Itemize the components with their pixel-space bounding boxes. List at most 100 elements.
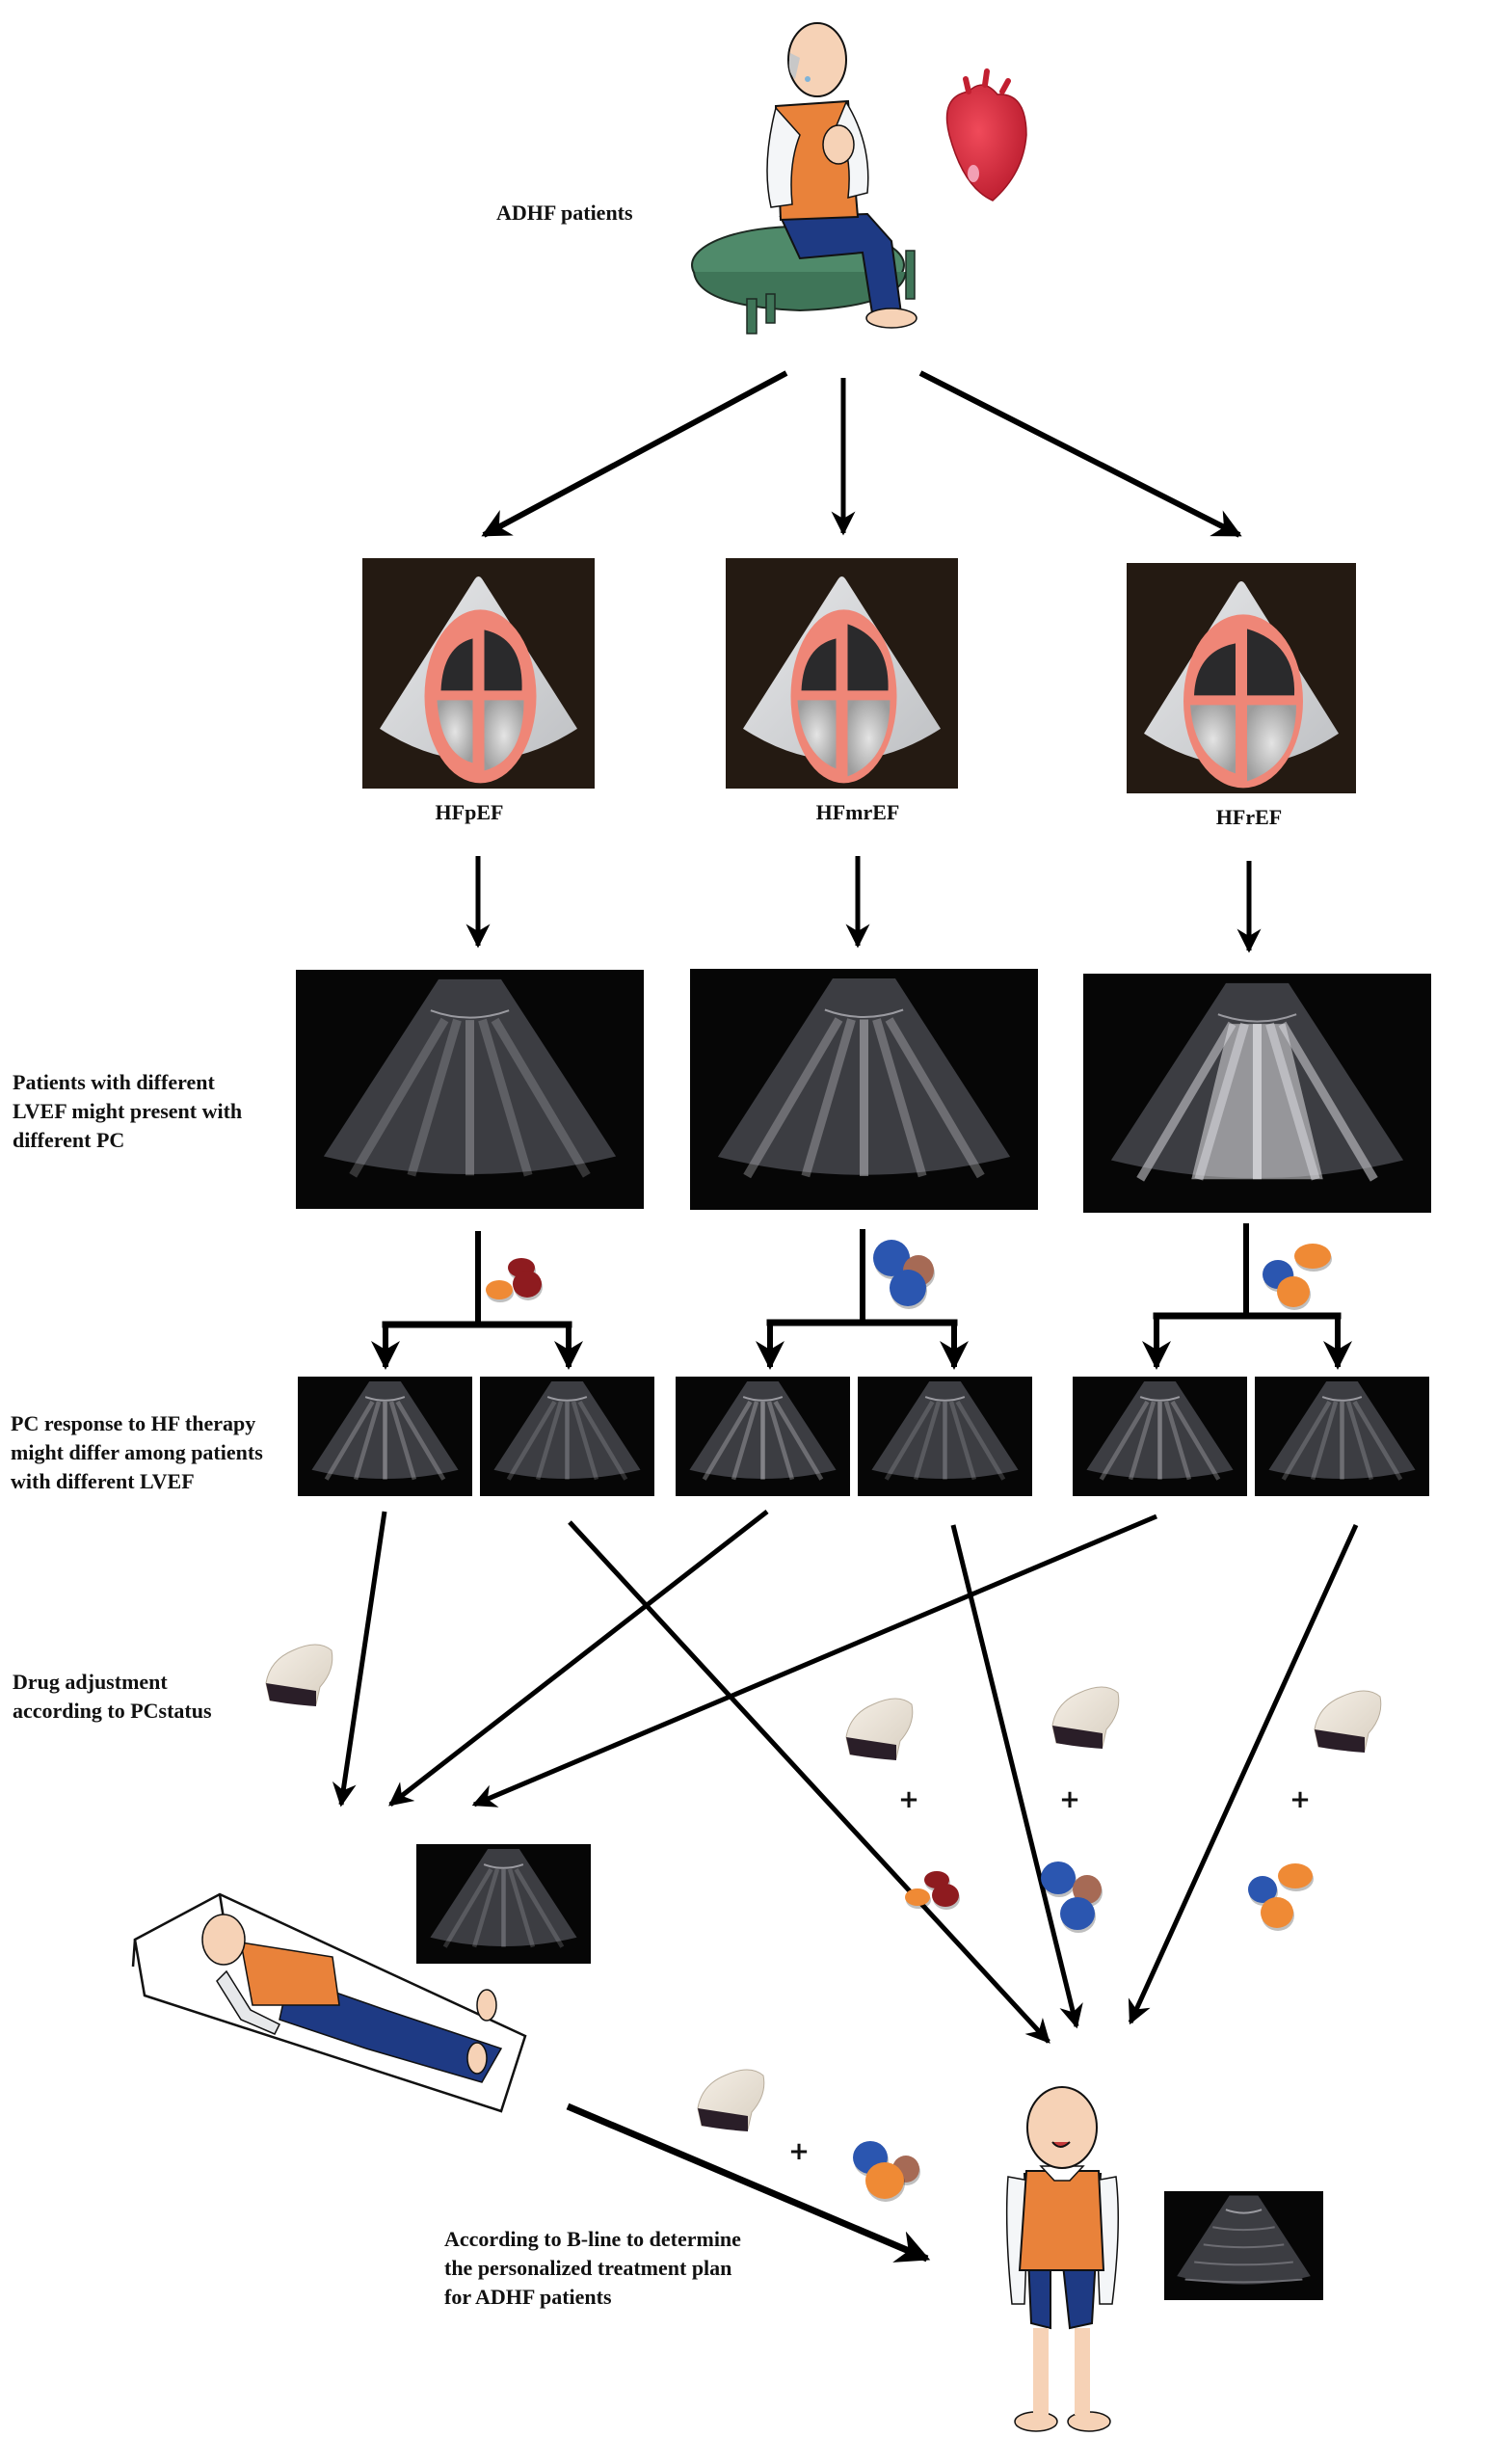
pill	[1278, 1863, 1313, 1888]
ef-label-hfpef: HFpEF	[435, 800, 504, 824]
arrow-followup4-to-recovered	[950, 1524, 1083, 2029]
lung-us-sector	[430, 1848, 577, 1947]
a-line	[1212, 2226, 1275, 2232]
heart-tongue	[968, 165, 979, 182]
pills-hfpef	[486, 1258, 543, 1302]
echo-hfpef	[362, 558, 595, 789]
b-line	[324, 1400, 375, 1481]
foot	[466, 2042, 488, 2075]
left-atrium	[797, 700, 837, 769]
lung-us-followup-2	[480, 1377, 654, 1496]
b-line	[766, 1401, 795, 1481]
lung-us-hospitalized	[416, 1844, 591, 1964]
pill	[873, 1240, 910, 1276]
b-line	[1163, 1401, 1192, 1481]
lung-us-followup-3	[676, 1377, 850, 1496]
pill	[932, 1884, 959, 1907]
arrow-followup3-to-hospital	[388, 1510, 769, 1807]
lung-us-recovered	[1164, 2191, 1323, 2300]
right-chamber-dark	[484, 629, 522, 691]
lung-us-followup-1	[298, 1377, 472, 1496]
arrow-followup1-to-hospital	[332, 1511, 387, 1808]
lung-us-followup-5	[1073, 1377, 1247, 1496]
b-line	[491, 1017, 591, 1178]
head	[201, 1914, 246, 1966]
b-line	[1136, 1021, 1236, 1182]
pleural-line	[1225, 2209, 1263, 2214]
left-atrium	[437, 700, 473, 763]
probe-final	[697, 2069, 765, 2131]
leg	[1033, 2328, 1049, 2415]
plus-sign-3: +	[1290, 1785, 1311, 1814]
lung-us-sector	[1086, 1380, 1234, 1480]
pill	[1277, 1276, 1310, 1307]
pleural-line	[364, 1396, 406, 1402]
probe-combo-1	[845, 1698, 914, 1760]
arrow-to-hfref	[918, 370, 1242, 538]
confluent-b-lines	[1191, 1024, 1323, 1180]
heart-vessels	[963, 68, 1011, 94]
vest	[240, 1942, 340, 2006]
foot	[865, 308, 917, 329]
pill	[905, 1888, 930, 1906]
b-line	[1278, 1021, 1378, 1182]
hair	[788, 53, 800, 79]
lung-us-sector	[311, 1380, 459, 1480]
pleural-line	[546, 1396, 588, 1402]
echo-hfmref	[726, 558, 958, 789]
pills-combo-1	[905, 1871, 960, 1910]
b-line	[913, 1401, 942, 1481]
probe-face	[266, 1683, 316, 1706]
lung-us-hfmref	[690, 969, 1038, 1210]
probe-combo-3	[1314, 1690, 1382, 1753]
b-line	[471, 1868, 500, 1948]
b-line	[1345, 1401, 1374, 1481]
b-line	[731, 1401, 759, 1481]
pill	[890, 1270, 926, 1306]
b-line	[507, 1868, 536, 1948]
b-line	[514, 1867, 565, 1948]
bench-leg	[746, 298, 758, 335]
myocardium	[1183, 614, 1303, 789]
head	[787, 22, 847, 97]
b-line	[1281, 1400, 1332, 1481]
left-chamber-dark	[801, 638, 837, 691]
b-line	[407, 1018, 462, 1177]
left-chamber-dark	[440, 638, 473, 691]
b-line	[349, 1017, 449, 1178]
probe-drug-adjustment	[265, 1644, 333, 1706]
right-chamber-dark	[1247, 629, 1295, 696]
personalized-plan-label: According to B-line to determine the per…	[444, 2227, 741, 2309]
pills-hfmref	[873, 1240, 935, 1309]
b-line	[1310, 1401, 1339, 1481]
probe-face	[846, 1737, 896, 1760]
probe-face	[1052, 1726, 1103, 1749]
pill	[1073, 1875, 1102, 1904]
adhf-patients-label: ADHF patients	[496, 201, 633, 225]
b-line	[571, 1401, 599, 1481]
lung-us-sector	[1268, 1380, 1416, 1480]
pill	[1261, 1897, 1293, 1928]
b-line	[535, 1401, 564, 1481]
pill	[865, 2162, 904, 2199]
pill	[1041, 1861, 1076, 1894]
drug-adjustment-label: Drug adjustment according to PCstatus	[13, 1670, 212, 1723]
left-sleeve	[766, 106, 801, 208]
myocardium	[424, 609, 537, 784]
plus-sign-2: +	[1059, 1785, 1080, 1814]
b-line	[353, 1401, 382, 1481]
bench-leg	[765, 293, 776, 324]
lung-us-sector	[493, 1380, 641, 1480]
pill	[486, 1280, 513, 1299]
b-line	[1170, 1400, 1221, 1481]
a-line	[1203, 2243, 1285, 2249]
lvef-pc-label: Patients with different LVEF might prese…	[13, 1070, 243, 1152]
pills-hfref	[1263, 1244, 1332, 1310]
pleural-line	[742, 1396, 784, 1402]
b-line	[395, 1400, 446, 1481]
lung-us-followup-6	[1255, 1377, 1429, 1496]
lung-us-followup-4	[858, 1377, 1032, 1496]
arrow-to-hfpef	[481, 370, 788, 538]
b-line	[773, 1400, 824, 1481]
